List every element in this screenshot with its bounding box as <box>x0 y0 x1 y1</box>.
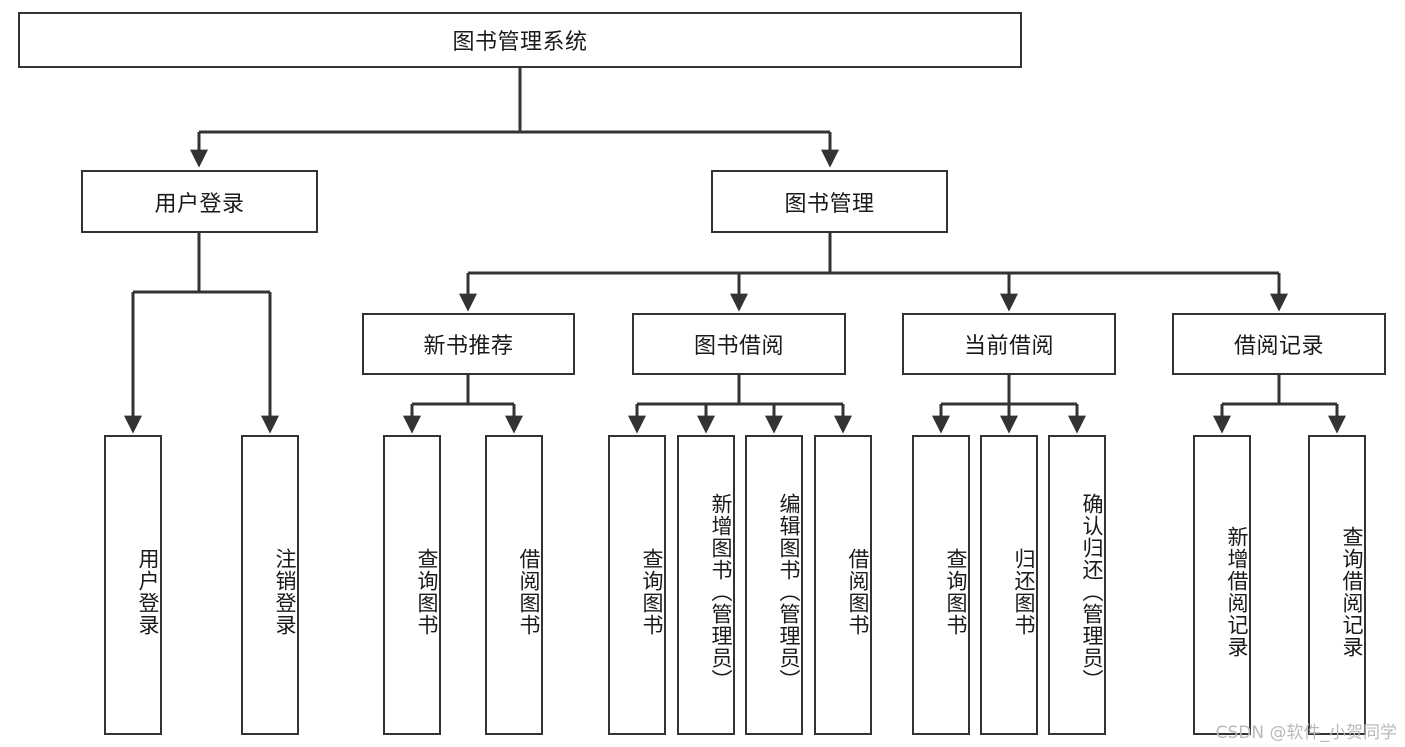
node-leaf-query-book-1-label: 查询图书 <box>415 548 439 636</box>
node-current-borrow[interactable]: 当前借阅 <box>902 313 1116 375</box>
node-leaf-query-book-1[interactable]: 查询图书 <box>383 435 441 735</box>
node-book-manage[interactable]: 图书管理 <box>711 170 948 233</box>
csdn-watermark: CSDN @软件_小贺同学 <box>1215 723 1397 743</box>
node-leaf-add-book[interactable]: 新增图书（管理员） <box>677 435 735 735</box>
node-leaf-user-login[interactable]: 用户登录 <box>104 435 162 735</box>
node-borrow-record[interactable]: 借阅记录 <box>1172 313 1386 375</box>
node-leaf-confirm-return[interactable]: 确认归还（管理员） <box>1048 435 1106 735</box>
node-new-book-rec-label: 新书推荐 <box>423 334 514 359</box>
node-new-book-rec[interactable]: 新书推荐 <box>362 313 575 375</box>
node-user-login[interactable]: 用户登录 <box>81 170 318 233</box>
node-leaf-add-record[interactable]: 新增借阅记录 <box>1193 435 1251 735</box>
node-leaf-add-record-label: 新增借阅记录 <box>1225 526 1249 658</box>
node-book-borrow[interactable]: 图书借阅 <box>632 313 846 375</box>
node-leaf-query-book-3-label: 查询图书 <box>944 548 968 636</box>
node-leaf-logout-label: 注销登录 <box>273 548 297 636</box>
node-leaf-user-login-label: 用户登录 <box>136 548 160 636</box>
node-leaf-query-book-2[interactable]: 查询图书 <box>608 435 666 735</box>
node-leaf-query-record[interactable]: 查询借阅记录 <box>1308 435 1366 735</box>
node-book-manage-label: 图书管理 <box>784 191 875 217</box>
node-leaf-confirm-return-label: 确认归还（管理员） <box>1080 493 1104 691</box>
node-root[interactable]: 图书管理系统 <box>18 12 1022 68</box>
node-book-borrow-label: 图书借阅 <box>693 334 784 359</box>
node-leaf-query-book-2-label: 查询图书 <box>640 548 664 636</box>
node-leaf-add-book-label: 新增图书（管理员） <box>709 493 733 691</box>
node-leaf-query-record-label: 查询借阅记录 <box>1340 526 1364 658</box>
node-leaf-borrow-book-1[interactable]: 借阅图书 <box>485 435 543 735</box>
node-borrow-record-label: 借阅记录 <box>1233 334 1324 359</box>
node-leaf-edit-book-label: 编辑图书（管理员） <box>777 493 801 691</box>
node-current-borrow-label: 当前借阅 <box>963 334 1054 359</box>
node-leaf-logout[interactable]: 注销登录 <box>241 435 299 735</box>
node-leaf-query-book-3[interactable]: 查询图书 <box>912 435 970 735</box>
node-leaf-borrow-book-2-label: 借阅图书 <box>846 548 870 636</box>
node-leaf-return-book-label: 归还图书 <box>1012 548 1036 636</box>
node-root-label: 图书管理系统 <box>452 30 588 55</box>
node-user-login-label: 用户登录 <box>154 191 245 217</box>
node-leaf-edit-book[interactable]: 编辑图书（管理员） <box>745 435 803 735</box>
node-leaf-borrow-book-1-label: 借阅图书 <box>517 548 541 636</box>
node-leaf-borrow-book-2[interactable]: 借阅图书 <box>814 435 872 735</box>
node-leaf-return-book[interactable]: 归还图书 <box>980 435 1038 735</box>
